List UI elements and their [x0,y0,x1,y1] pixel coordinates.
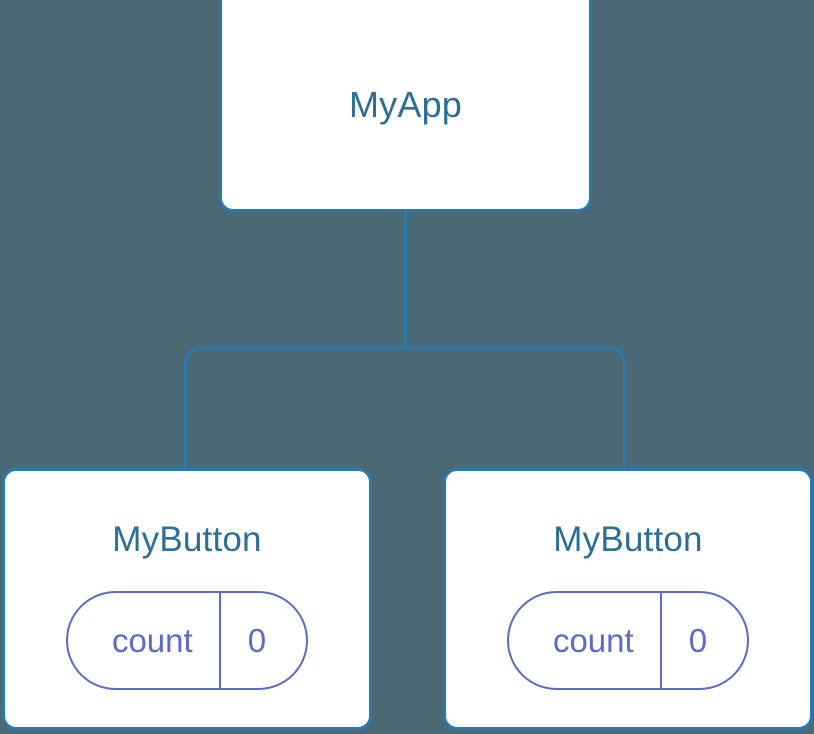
state-badge-key: count [552,621,634,659]
state-badge-value: 0 [688,621,708,659]
node-myapp-title: MyApp [348,84,463,126]
state-badge-count-left[interactable]: count 0 [65,590,309,690]
state-badge-value: 0 [247,621,267,659]
node-mybutton-right-title: MyButton [553,520,703,559]
state-badge-divider [218,592,221,688]
connector-edge-left-child [184,346,406,470]
state-badge-count-right[interactable]: count 0 [506,590,750,690]
node-mybutton-left-title: MyButton [112,520,262,559]
node-mybutton-right[interactable]: MyButton count 0 [443,468,813,730]
node-myapp[interactable]: MyApp [219,0,592,212]
state-badge-key: count [111,621,193,659]
state-badge-divider [659,592,662,688]
node-mybutton-left[interactable]: MyButton count 0 [2,468,372,730]
connector-edge-right-child [405,346,626,470]
